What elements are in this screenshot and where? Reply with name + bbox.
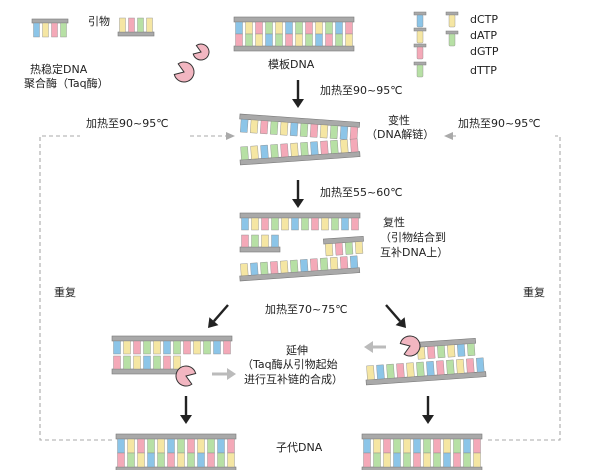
arrow-step2 (292, 180, 304, 208)
legend-dctp-swatch (413, 11, 427, 28)
repeat-loop-right (444, 132, 561, 441)
arrow-product-right (422, 396, 434, 424)
extend-subtitle-line2: 进行互补链的合成） (244, 373, 343, 386)
legend-datp: dATP (470, 29, 498, 42)
legend-dttp-swatch (413, 61, 427, 78)
legend-enzyme-label-line2: 聚合酶（Taq酶） (24, 77, 109, 90)
arrow-extend-left (208, 304, 229, 328)
legend-primer-symbol-2 (117, 17, 155, 37)
legend-enzyme-icon (173, 61, 195, 83)
legend-template-label: 模板DNA (268, 58, 315, 71)
repeat-right-label: 重复 (523, 286, 545, 299)
legend-dctp: dCTP (470, 13, 499, 26)
anneal-strand-top (239, 212, 361, 253)
arrow-product-left (180, 396, 192, 424)
extend-right-enzyme (399, 335, 421, 357)
extend-subtitle-line1: （Taq酶从引物起始 (242, 358, 338, 371)
extend-right-gray-arrow (364, 341, 386, 353)
legend-primer-symbol (31, 18, 69, 38)
arrow-extend-right (385, 304, 406, 328)
denature-strand-bottom (239, 138, 361, 166)
repeat-right-temp: 加热至90~95℃ (458, 117, 541, 130)
denature-title: 变性 (388, 114, 410, 127)
denature-strand-top (239, 113, 361, 141)
repeat-loop-left (39, 132, 235, 441)
legend-dgtp-swatch (413, 43, 427, 60)
legend-dttp: dTTP (470, 64, 497, 77)
product-dna-right (361, 433, 483, 470)
legend-dttp-right-swatch (445, 11, 459, 47)
repeat-left-label: 重复 (54, 286, 76, 299)
extend-left-gray-arrow (212, 368, 236, 380)
legend-datp-swatch (413, 27, 427, 44)
repeat-left-temp: 加热至90~95℃ (86, 117, 169, 130)
anneal-title: 复性 (383, 216, 405, 229)
extend-left-enzyme (175, 365, 197, 387)
legend-enzyme-icon-2 (192, 43, 210, 61)
anneal-subtitle-line1: （引物结合到 (380, 231, 446, 244)
extend-right-duplex (365, 337, 487, 386)
arrow-step1 (292, 80, 304, 108)
product-dna-left (115, 433, 237, 470)
denature-subtitle: （DNA解链） (366, 128, 435, 141)
denature-temp-label: 加热至90~95℃ (320, 84, 403, 97)
legend-primer-label: 引物 (88, 15, 110, 28)
legend-enzyme-label-line1: 热稳定DNA (30, 63, 88, 76)
legend-dgtp: dGTP (470, 45, 499, 58)
product-label: 子代DNA (276, 441, 323, 454)
anneal-strand-bottom (239, 235, 364, 282)
extend-title: 延伸 (286, 344, 308, 357)
extend-temp-label: 加热至70~75℃ (265, 303, 348, 316)
extend-left-duplex (111, 335, 233, 375)
anneal-subtitle-line2: 互补DNA上） (380, 246, 449, 259)
legend-template-dna (233, 16, 355, 52)
anneal-temp-label: 加热至55~60℃ (320, 186, 403, 199)
